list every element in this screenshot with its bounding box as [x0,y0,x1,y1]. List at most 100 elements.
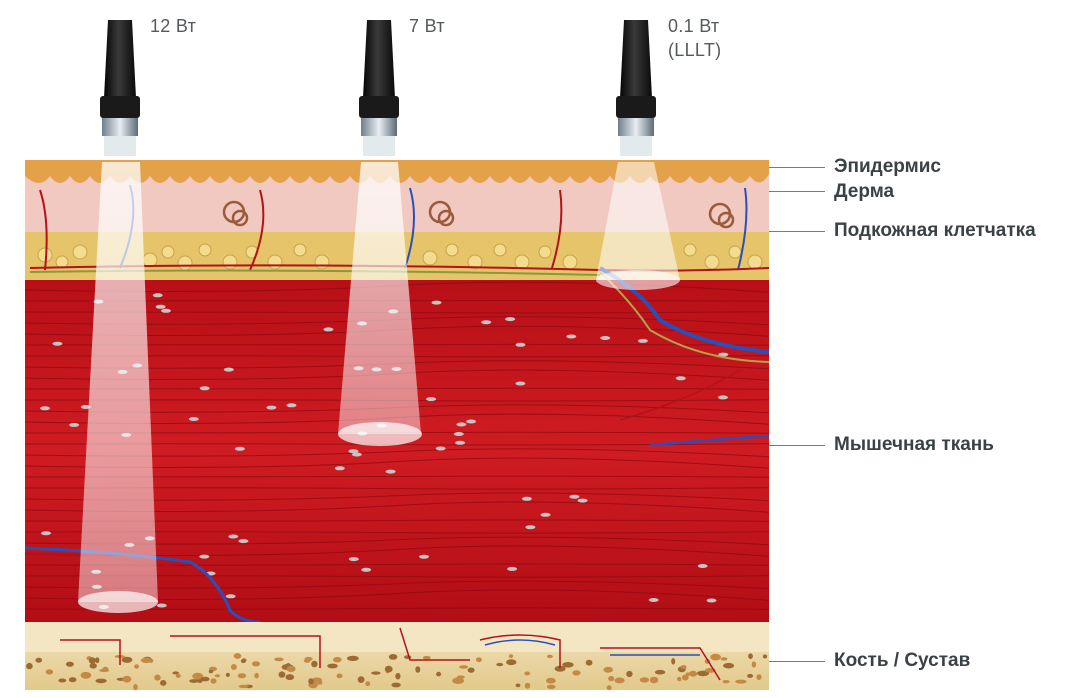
epidermis-label: Эпидермис [834,156,941,178]
probe-12w-device [100,20,140,156]
bone-trabecula [365,681,370,686]
bone-trabecula [211,678,217,683]
muscle-nucleus [349,557,359,561]
muscle-nucleus [200,386,210,390]
bone-trabecula [586,660,593,666]
bone-trabecula [287,666,296,672]
bone-trabecula [496,663,503,666]
bone-trabecula [134,664,139,668]
bone-trabecula [723,680,730,683]
bone-trabecula [241,659,246,663]
probe-01w-power: 0.1 Вт [668,14,721,38]
muscle-nucleus [466,420,476,424]
probe-7w-power: 7 Вт [409,14,445,38]
bone-trabecula [46,669,54,674]
bone-trabecula [36,658,43,663]
bone-trabecula [231,664,237,670]
bone-trabecula [689,671,697,677]
beam-7w-spot [338,422,422,446]
muscle-nucleus [323,327,333,331]
bone-trabecula [681,665,687,669]
subcutaneous-leader [769,231,825,232]
bone-trabecula [735,680,746,684]
bone-trabecula [99,669,109,672]
probe-7w-device [359,20,399,156]
bone-trabecula [358,676,365,683]
bone-trabecula [546,678,556,684]
bone-trabecula [614,678,624,684]
bone-trabecula [122,657,133,663]
bone-trabecula [254,673,259,679]
probe-01w-mode: (LLLT) [668,38,721,62]
bone-trabecula [516,684,521,688]
bone-trabecula [748,653,753,659]
bone-trabecula [640,677,649,682]
muscle-nucleus [226,594,236,598]
bone-trabecula [547,655,553,658]
probe-7w-label: 7 Вт [409,14,445,38]
bone-trabecula [239,685,249,688]
bone-label: Кость / Сустав [834,650,970,672]
muscle-nucleus [41,531,51,535]
muscle-nucleus [386,470,396,474]
muscle-nucleus [507,567,517,571]
bone-trabecula [304,659,311,663]
muscle-nucleus [566,335,576,339]
muscle-nucleus [335,466,345,470]
bone-trabecula [756,674,761,680]
bone-trabecula [371,671,380,674]
bone-trabecula [721,657,728,660]
bone-trabecula [723,663,734,669]
bone-trabecula [626,671,632,677]
bone-trabecula [650,677,659,684]
muscle-nucleus [40,406,50,410]
bone-leader [769,661,825,662]
bone-trabecula [415,666,420,673]
muscle-nucleus [361,568,371,572]
bone-trabecula [333,657,342,663]
muscle-nucleus [718,395,728,399]
epidermis-leader [769,167,825,168]
muscle-nucleus [432,301,442,305]
bone-trabecula [133,684,138,690]
muscle-nucleus [287,403,297,407]
bone-trabecula [123,676,132,683]
bone-trabecula [337,674,343,679]
bone-trabecula [154,675,160,681]
muscle-nucleus [189,417,199,421]
muscle-nucleus [238,539,248,543]
bone-trabecula [710,654,721,661]
muscle-nucleus [481,320,491,324]
bone-trabecula [189,679,199,683]
muscle-nucleus [52,342,62,346]
muscle-nucleus [676,376,686,380]
probe-12w-power: 12 Вт [150,14,196,38]
muscle-label: Мышечная ткань [834,434,994,456]
bone-trabecula [468,668,475,673]
subcutaneous-label: Подкожная клетчатка [834,220,1036,242]
bone-trabecula [311,661,317,668]
bone-trabecula [423,656,431,660]
muscle-nucleus [426,397,436,401]
bone-trabecula [608,676,614,681]
muscle-nucleus [69,423,79,427]
probe-01w-label: 0.1 Вт (LLLT) [668,14,721,62]
muscle-nucleus [505,317,515,321]
dermis-label: Дерма [834,181,894,203]
bone-trabecula [603,667,613,673]
bone-trabecula [95,657,99,663]
bone-trabecula [677,677,681,681]
muscle-nucleus [569,495,579,499]
probe-12w-label: 12 Вт [150,14,196,38]
bone-trabecula [238,673,246,678]
bone-trabecula [327,664,338,669]
bone-trabecula [763,655,767,659]
muscle-nucleus [600,336,610,340]
bone-trabecula [95,679,106,684]
muscle-nucleus [541,513,551,517]
bone-trabecula [81,672,92,679]
bone-trabecula [286,674,295,680]
muscle-nucleus [199,555,209,559]
